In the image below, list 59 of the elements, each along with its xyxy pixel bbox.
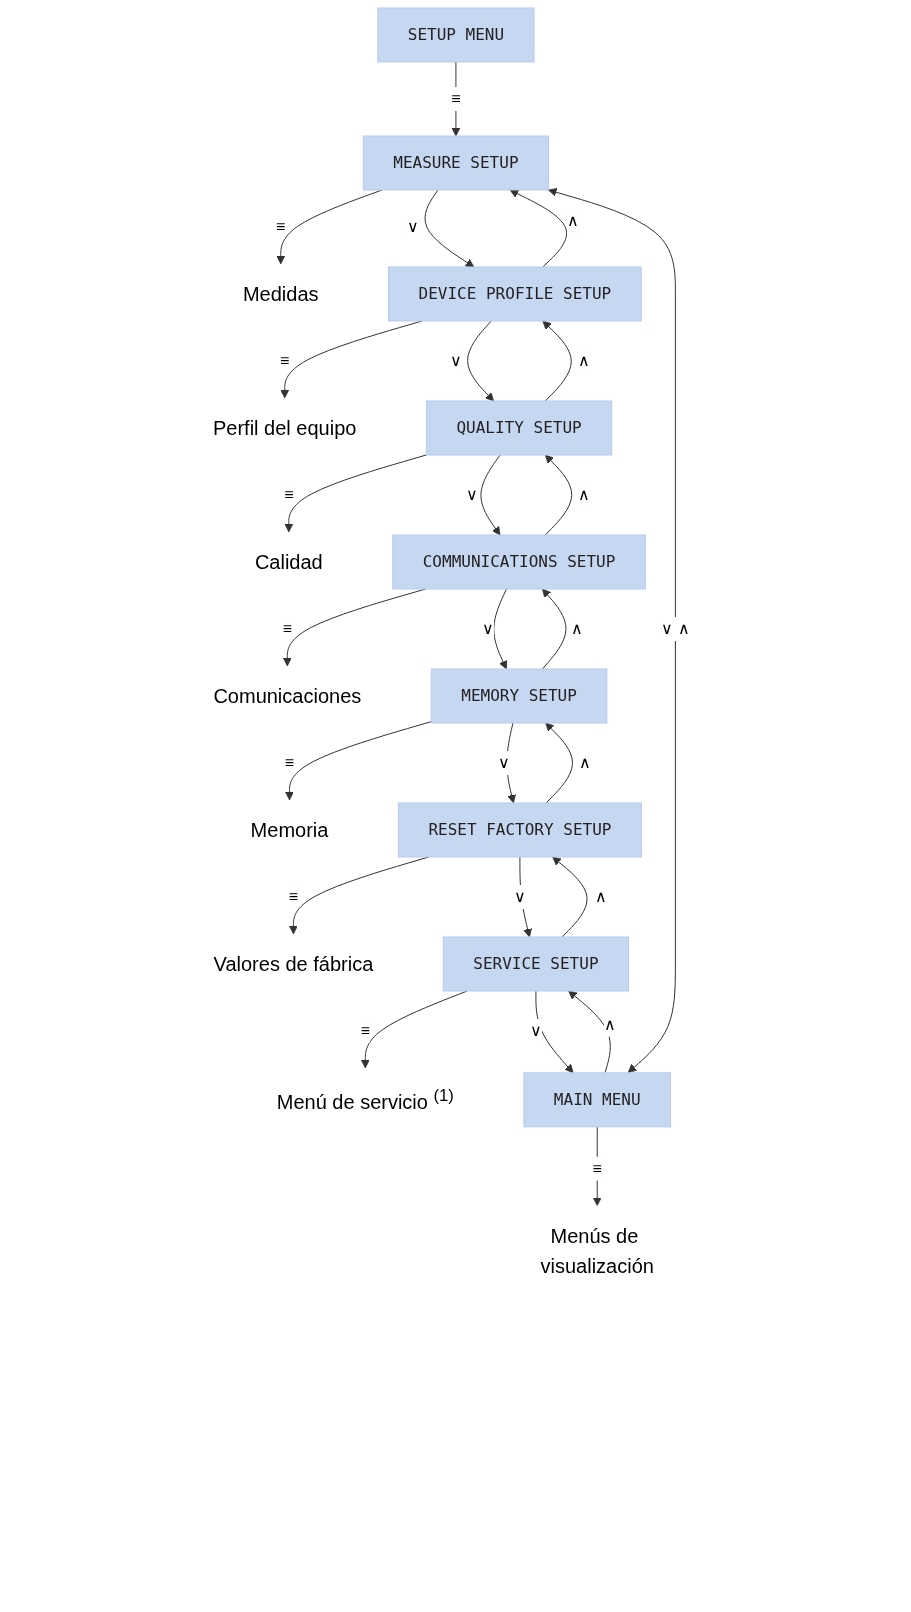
edge-label: ∨ bbox=[482, 620, 495, 637]
arrow bbox=[545, 454, 573, 536]
edge-label: ≡ bbox=[280, 352, 290, 369]
edge-label: ∨ bbox=[407, 218, 420, 235]
arrow bbox=[285, 721, 433, 801]
arrow bbox=[548, 188, 677, 1073]
node-box: RESET FACTORY SETUP bbox=[398, 802, 643, 858]
edge-label: ∨ bbox=[450, 352, 463, 369]
node-text: Menú de servicio $^{(1)}$ bbox=[277, 1086, 455, 1113]
edge-label: ≡ bbox=[361, 1022, 371, 1039]
edge-label: ≡ bbox=[283, 620, 293, 637]
edge-label: ≡ bbox=[592, 1159, 603, 1177]
node-box: COMMUNICATIONS SETUP bbox=[392, 534, 647, 590]
edge-label: ∧ bbox=[595, 888, 608, 905]
edge-label: ∧ bbox=[567, 212, 580, 230]
node-text: Comunicaciones bbox=[213, 685, 362, 707]
node-box: MEASURE SETUP bbox=[363, 135, 550, 191]
edge-label: ≡ bbox=[285, 754, 295, 771]
edge-label: ≡ bbox=[284, 486, 294, 503]
node-box: QUALITY SETUP bbox=[426, 400, 613, 456]
arrow bbox=[284, 454, 428, 533]
arrow bbox=[552, 856, 588, 938]
node-box: DEVICE PROFILE SETUP bbox=[388, 266, 643, 322]
arrow bbox=[519, 856, 533, 938]
edge-label: ∧ bbox=[578, 352, 591, 369]
edge-label: ∨ bbox=[514, 888, 527, 905]
arrow bbox=[510, 189, 568, 268]
node-text: Valores de fábrica bbox=[213, 953, 374, 975]
edge-label: ∨ bbox=[530, 1022, 543, 1039]
edge-label: ∨ ∧ bbox=[661, 620, 690, 637]
arrow bbox=[568, 990, 612, 1074]
node-text: Memoria bbox=[250, 819, 329, 841]
edge-label: ∨ bbox=[498, 754, 511, 772]
arrow bbox=[545, 722, 574, 804]
arrow bbox=[424, 189, 475, 268]
edge-label: ∧ bbox=[604, 1015, 617, 1033]
arrow bbox=[480, 454, 501, 536]
node-text: Medidas bbox=[243, 283, 319, 305]
node-box: MAIN MENU bbox=[523, 1072, 672, 1128]
edge-label: ∧ bbox=[578, 486, 591, 503]
arrow bbox=[535, 990, 574, 1074]
edge-label: ∧ bbox=[571, 620, 584, 637]
edge-label: ∧ bbox=[579, 754, 592, 771]
edge-label: ∨ bbox=[466, 486, 479, 503]
arrow bbox=[542, 588, 567, 670]
edge-label: ≡ bbox=[276, 218, 286, 235]
node-box: SETUP MENU bbox=[377, 7, 535, 63]
arrow bbox=[493, 588, 508, 670]
edge-label: ≡ bbox=[451, 90, 461, 107]
arrow bbox=[451, 61, 461, 137]
arrow bbox=[506, 722, 517, 804]
node-box: SERVICE SETUP bbox=[443, 936, 630, 992]
node-text: Calidad bbox=[255, 551, 324, 573]
edge-label: ≡ bbox=[289, 888, 299, 905]
arrow bbox=[467, 320, 495, 402]
arrow bbox=[542, 320, 573, 402]
node-text: Menús de visualización bbox=[540, 1224, 655, 1277]
node-text: Perfil del equipo bbox=[213, 417, 357, 439]
node-box: MEMORY SETUP bbox=[431, 668, 608, 724]
